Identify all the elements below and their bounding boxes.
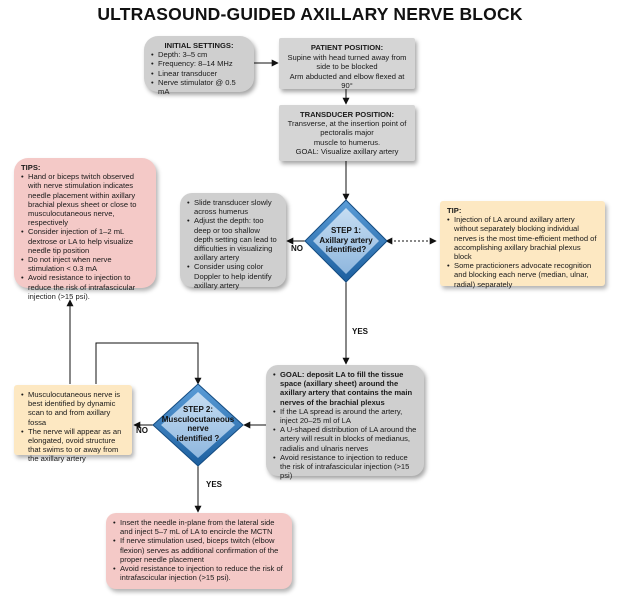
injection-box: Insert the needle in-plane from the late… (106, 513, 292, 589)
patient-position-heading: PATIENT POSITION: (310, 43, 384, 52)
list-item: Avoid resistance to injection to reduce … (21, 273, 149, 301)
tips-heading: TIPS: (21, 163, 41, 172)
transducer-position-text: Transverse, at the insertion point of pe… (287, 119, 407, 156)
transducer-position-heading: TRANSDUCER POSITION: (299, 110, 395, 119)
step2-diamond (152, 383, 244, 467)
tip-heading: TIP: (447, 206, 462, 215)
list-item: If nerve stimulation used, biceps twitch… (113, 536, 285, 564)
step1-label: STEP 1: Axillary artery identified? (319, 226, 373, 254)
list-item: Injection of LA around axillary artery w… (447, 215, 598, 261)
goal-box: GOAL: deposit LA to fill the tissue spac… (266, 365, 424, 480)
list-item: GOAL: deposit LA to fill the tissue spac… (273, 370, 417, 407)
tips-box: TIPS: Hand or biceps twitch observed wit… (14, 158, 156, 301)
initial-settings-list: Depth: 3–5 cm Frequency: 8–14 MHz Linear… (151, 50, 247, 96)
transducer-position-box: TRANSDUCER POSITION: Transverse, at the … (279, 105, 415, 161)
slide-transducer-list: Slide transducer slowly across humerus A… (187, 198, 279, 290)
step2-label: STEP 2: Musculocutaneous nerve identifie… (161, 405, 235, 443)
list-item: Insert the needle in-plane from the late… (113, 518, 285, 536)
list-item: Hand or biceps twitch observed with nerv… (21, 172, 149, 227)
arrow-loop-to-step2 (95, 342, 202, 385)
step1-diamond (304, 199, 388, 283)
list-item: Nerve stimulator @ 0.5 mA (151, 78, 247, 96)
patient-position-box: PATIENT POSITION: Supine with head turne… (279, 38, 415, 90)
edge-label-no: NO (291, 244, 303, 253)
tip-list: Injection of LA around axillary artery w… (447, 215, 598, 289)
patient-position-text: Supine with head turned away from side t… (287, 53, 407, 90)
list-item: Musculocutaneous nerve is best identifie… (21, 390, 125, 427)
list-item: Slide transducer slowly across humerus (187, 198, 279, 216)
list-item: Avoid resistance to injection to reduce … (273, 453, 417, 481)
list-item: Do not inject when nerve stimulation < 0… (21, 255, 149, 273)
page-title: ULTRASOUND-GUIDED AXILLARY NERVE BLOCK (97, 4, 523, 24)
goal-list: GOAL: deposit LA to fill the tissue spac… (273, 370, 417, 480)
edge-label-no: NO (136, 426, 148, 435)
list-item: Depth: 3–5 cm (151, 50, 247, 59)
list-item: Some practicioners advocate recognition … (447, 261, 598, 289)
edge-label-yes: YES (352, 327, 369, 336)
slide-transducer-box: Slide transducer slowly across humerus A… (180, 193, 286, 290)
musculocutaneous-list: Musculocutaneous nerve is best identifie… (21, 390, 125, 464)
musculocutaneous-box: Musculocutaneous nerve is best identifie… (14, 385, 132, 463)
list-item: A U-shaped distribution of LA around the… (273, 425, 417, 453)
list-item: Adjust the depth: too deep or too shallo… (187, 216, 279, 262)
list-item: Frequency: 8–14 MHz (151, 59, 247, 68)
list-item: Consider injection of 1–2 mL dextrose or… (21, 227, 149, 255)
list-item: The nerve will appear as an elongated, o… (21, 427, 125, 464)
tips-list: Hand or biceps twitch observed with nerv… (21, 172, 149, 301)
tip-box: TIP: Injection of LA around axillary art… (440, 201, 605, 289)
list-item: Avoid resistance to injection to reduce … (113, 564, 285, 582)
list-item: If the LA spread is around the artery, i… (273, 407, 417, 425)
initial-settings-heading: INITIAL SETTINGS: (164, 41, 234, 50)
initial-settings-box: INITIAL SETTINGS: Depth: 3–5 cm Frequenc… (144, 36, 254, 96)
injection-list: Insert the needle in-plane from the late… (113, 518, 285, 582)
edge-label-yes: YES (206, 480, 223, 489)
list-item: Linear transducer (151, 69, 247, 78)
list-item: Consider using color Doppler to help ide… (187, 262, 279, 290)
